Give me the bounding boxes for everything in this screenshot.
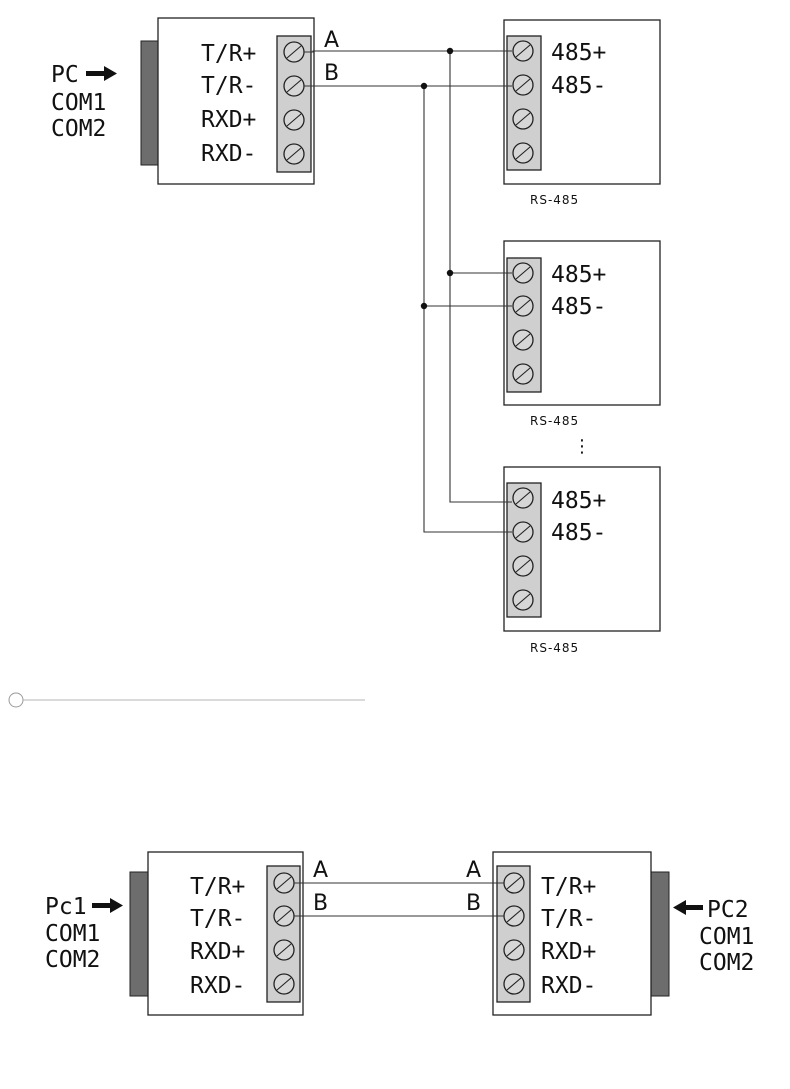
- arrow-right-icon: [92, 898, 123, 913]
- terminal-label: 485+: [551, 488, 606, 514]
- device-caption: RS-485: [530, 641, 579, 655]
- db-connector-plug: [129, 871, 149, 997]
- terminal-label: T/R+: [190, 874, 245, 900]
- wire-b-label: B: [324, 61, 339, 86]
- section-divider: [8, 692, 365, 708]
- converter-box-left: T/R+ T/R- RXD+ RXD-: [129, 851, 304, 1016]
- screw-terminal-icon: [283, 143, 305, 165]
- arrow-right-icon: [86, 66, 117, 81]
- screw-terminal-icon: [512, 589, 534, 611]
- screw-terminal-icon: [273, 905, 295, 927]
- arrow-left-icon: [673, 900, 703, 915]
- device-caption: RS-485: [530, 193, 579, 207]
- terminal-label: 485+: [551, 40, 606, 66]
- junction-dot: [446, 47, 454, 55]
- screw-terminal-icon: [512, 555, 534, 577]
- terminal-label: T/R+: [541, 874, 596, 900]
- screw-terminal-icon: [512, 329, 534, 351]
- com1-label: COM1: [45, 921, 100, 947]
- link-wires: [294, 882, 504, 917]
- terminal-label: 485-: [551, 73, 606, 99]
- screw-terminal-icon: [273, 939, 295, 961]
- pc-label-group: PC COM1 COM2: [51, 62, 117, 142]
- right-pc-label-group: PC2 COM1 COM2: [673, 897, 754, 976]
- pc-label: PC: [51, 62, 79, 88]
- bus-wires: [304, 47, 512, 533]
- pc1-label: Pc1: [45, 894, 87, 920]
- pc2-label: PC2: [707, 897, 749, 923]
- screw-terminal-icon: [512, 295, 534, 317]
- com2-label: COM2: [699, 950, 754, 976]
- terminal-label: RXD-: [541, 973, 596, 999]
- screw-terminal-icon: [503, 905, 525, 927]
- wire-b-label: B: [313, 891, 328, 916]
- com2-label: COM2: [45, 947, 100, 973]
- screw-terminal-icon: [273, 872, 295, 894]
- screw-terminal-icon: [512, 262, 534, 284]
- ellipsis-vertical: ⋮: [573, 436, 591, 457]
- terminal-label: T/R+: [201, 41, 256, 67]
- db-connector-plug: [140, 40, 159, 166]
- rs485-device: 485+ 485-: [503, 240, 661, 406]
- screw-terminal-icon: [512, 487, 534, 509]
- screw-terminal-icon: [512, 40, 534, 62]
- junction-dot: [420, 302, 428, 310]
- bus-a-trunk: [449, 51, 512, 503]
- terminal-label: 485+: [551, 262, 606, 288]
- screw-terminal-icon: [283, 75, 305, 97]
- left-pc-label-group: Pc1 COM1 COM2: [45, 894, 123, 973]
- com1-label: COM1: [699, 924, 754, 950]
- wire-a-label: A: [313, 858, 328, 883]
- screw-terminal-icon: [512, 363, 534, 385]
- terminal-label: RXD+: [541, 939, 596, 965]
- terminal-label: 485-: [551, 294, 606, 320]
- terminal-label: RXD+: [190, 939, 245, 965]
- junction-dot: [420, 82, 428, 90]
- rs485-device: 485+ 485-: [503, 19, 661, 185]
- screw-terminal-icon: [503, 939, 525, 961]
- device-caption: RS-485: [530, 414, 579, 428]
- terminal-label: T/R-: [201, 73, 256, 99]
- com1-label: COM1: [51, 90, 106, 116]
- terminal-label: 485-: [551, 520, 606, 546]
- screw-terminal-icon: [503, 872, 525, 894]
- screw-terminal-icon: [503, 973, 525, 995]
- wire-a-label: A: [466, 858, 481, 883]
- screw-terminal-icon: [273, 973, 295, 995]
- wire-a: [304, 50, 512, 53]
- terminal-label: T/R-: [190, 906, 245, 932]
- db-connector-plug: [650, 871, 670, 997]
- junction-dot: [446, 269, 454, 277]
- screw-terminal-icon: [512, 142, 534, 164]
- terminal-label: RXD-: [201, 141, 256, 167]
- screw-terminal-icon: [512, 521, 534, 543]
- wire-b-label: B: [466, 891, 481, 916]
- converter-box-right: T/R+ T/R- RXD+ RXD-: [492, 851, 670, 1016]
- screw-terminal-icon: [283, 109, 305, 131]
- terminal-label: RXD+: [201, 107, 256, 133]
- screw-terminal-icon: [512, 74, 534, 96]
- terminal-label: T/R-: [541, 906, 596, 932]
- screw-terminal-icon: [512, 108, 534, 130]
- terminal-label: RXD-: [190, 973, 245, 999]
- rs485-device: 485+ 485-: [503, 466, 661, 632]
- converter-box: T/R+ T/R- RXD+ RXD-: [140, 17, 315, 185]
- com2-label: COM2: [51, 116, 106, 142]
- bus-b-trunk: [423, 86, 512, 533]
- wire-a-label: A: [324, 28, 339, 53]
- screw-terminal-icon: [283, 41, 305, 63]
